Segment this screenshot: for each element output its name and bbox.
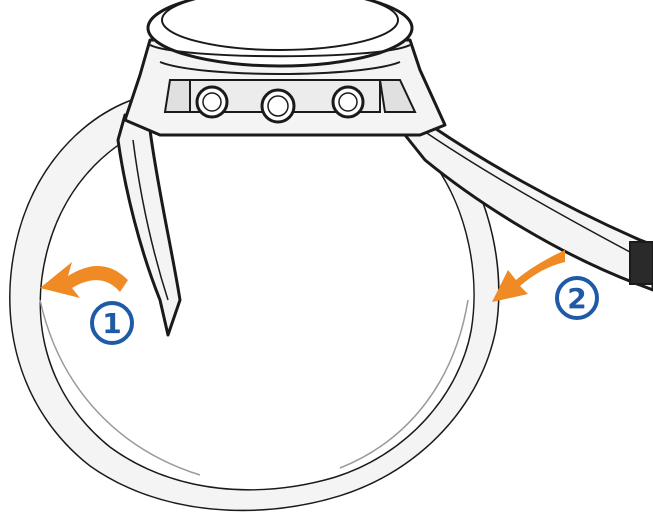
step-1-badge: 1 xyxy=(92,303,132,343)
watch-button-icon xyxy=(262,90,294,122)
step-2-badge: 2 xyxy=(557,278,597,318)
step-2-label: 2 xyxy=(567,282,586,315)
strap-buckle xyxy=(630,242,653,284)
watch-button-icon xyxy=(197,87,227,117)
step-1-arrow-icon xyxy=(40,262,128,298)
step-1-label: 1 xyxy=(102,307,121,340)
watch-button-icon xyxy=(333,87,363,117)
step-2-arrow-icon xyxy=(492,250,565,302)
loose-strap-end xyxy=(118,115,180,335)
watch-case-icon xyxy=(125,0,445,135)
